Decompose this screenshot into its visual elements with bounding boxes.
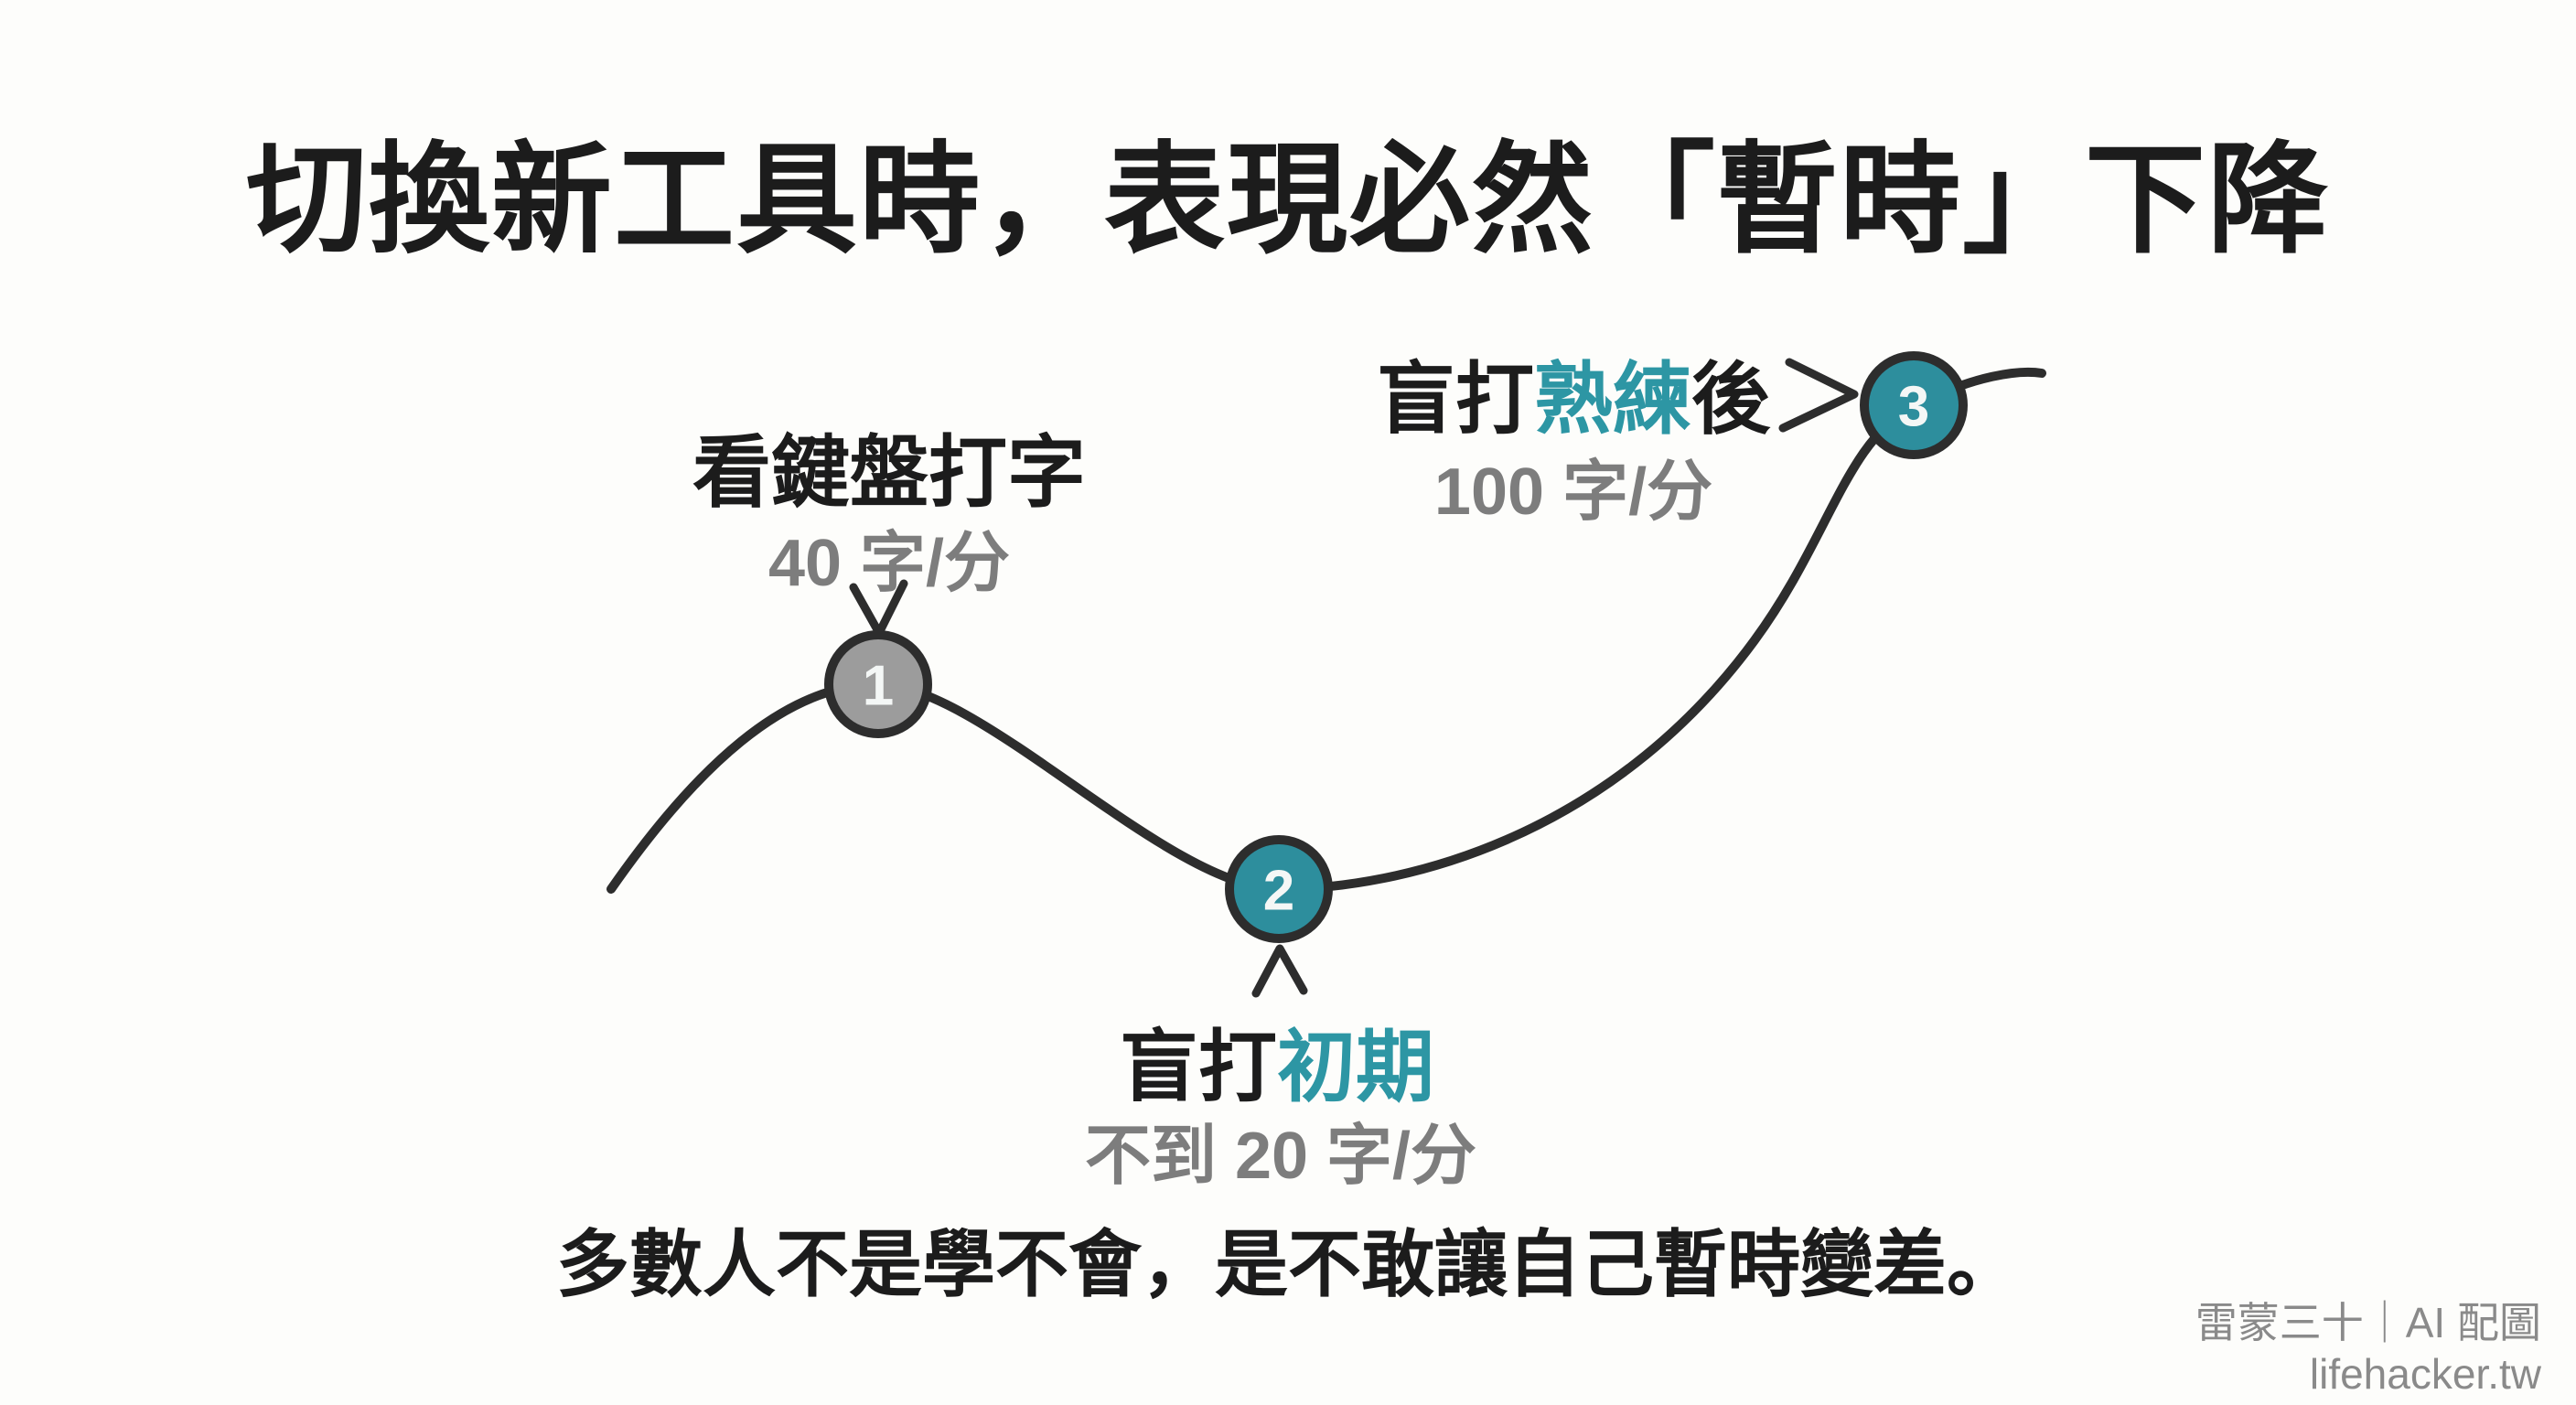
point-3-marker: 3 — [1860, 351, 1968, 459]
point-1-marker: 1 — [824, 630, 932, 738]
point-1-value: 40 字/分 — [767, 527, 1011, 600]
page-title: 切換新工具時，表現必然「暫時」下降 — [246, 133, 2330, 267]
point-2-label-prefix: 盲打 — [1120, 1024, 1277, 1111]
point-2-label: 盲打初期 — [1120, 1003, 1434, 1117]
point-2-value: 不到 20 字/分 — [1084, 1120, 1477, 1193]
point-2-marker: 2 — [1225, 835, 1333, 943]
point-1-number: 1 — [863, 654, 894, 717]
point-3-label-prefix: 盲打 — [1377, 356, 1534, 444]
watermark: 雷蒙三十｜AI 配圖 lifehacker.tw — [2195, 1297, 2541, 1400]
point-1-label-text: 看鍵盤打字 — [692, 429, 1086, 517]
point-3-number: 3 — [1898, 375, 1929, 438]
watermark-credit: 雷蒙三十｜AI 配圖 — [2195, 1299, 2541, 1346]
chevron-up-icon — [1251, 944, 1308, 998]
watermark-site: lifehacker.tw — [2309, 1350, 2541, 1399]
point-3-value: 100 字/分 — [1433, 456, 1713, 529]
caption-text: 多數人不是學不會，是不敢讓自己暫時變差。 — [556, 1224, 2020, 1305]
point-3-label: 盲打熟練後 — [1377, 335, 1770, 449]
point-3-label-highlight: 熟練 — [1534, 356, 1691, 444]
point-1-label: 看鍵盤打字 — [692, 408, 1086, 522]
chevron-right-icon — [1778, 358, 1859, 433]
point-3-label-suffix: 後 — [1691, 356, 1770, 444]
point-2-number: 2 — [1263, 859, 1294, 922]
point-2-label-highlight: 初期 — [1277, 1024, 1434, 1111]
